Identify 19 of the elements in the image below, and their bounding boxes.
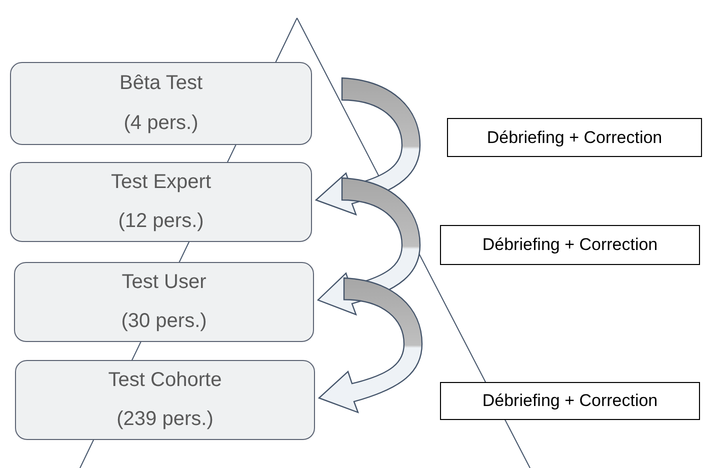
stage-box (10, 62, 312, 145)
note-text: Débriefing + Correction (482, 391, 658, 411)
stage-title: Test Expert (110, 171, 212, 194)
stage-box (14, 262, 314, 342)
stage-box (10, 162, 312, 242)
note-text: Débriefing + Correction (486, 128, 662, 148)
participant-count: (239 pers.) (116, 408, 214, 431)
note-box (447, 118, 702, 157)
participant-count: (12 pers.) (118, 210, 204, 233)
curved-block-arrow (318, 277, 423, 413)
participant-count: (30 pers.) (121, 310, 207, 333)
stage-title: Test User (122, 271, 206, 294)
stage-box (15, 360, 315, 440)
stage-title: Bêta Test (119, 72, 203, 95)
participant-count: (4 pers.) (124, 112, 198, 136)
note-box (440, 382, 700, 420)
note-text: Débriefing + Correction (482, 235, 658, 255)
stage-title: Test Cohorte (108, 369, 222, 392)
note-box (440, 225, 700, 265)
